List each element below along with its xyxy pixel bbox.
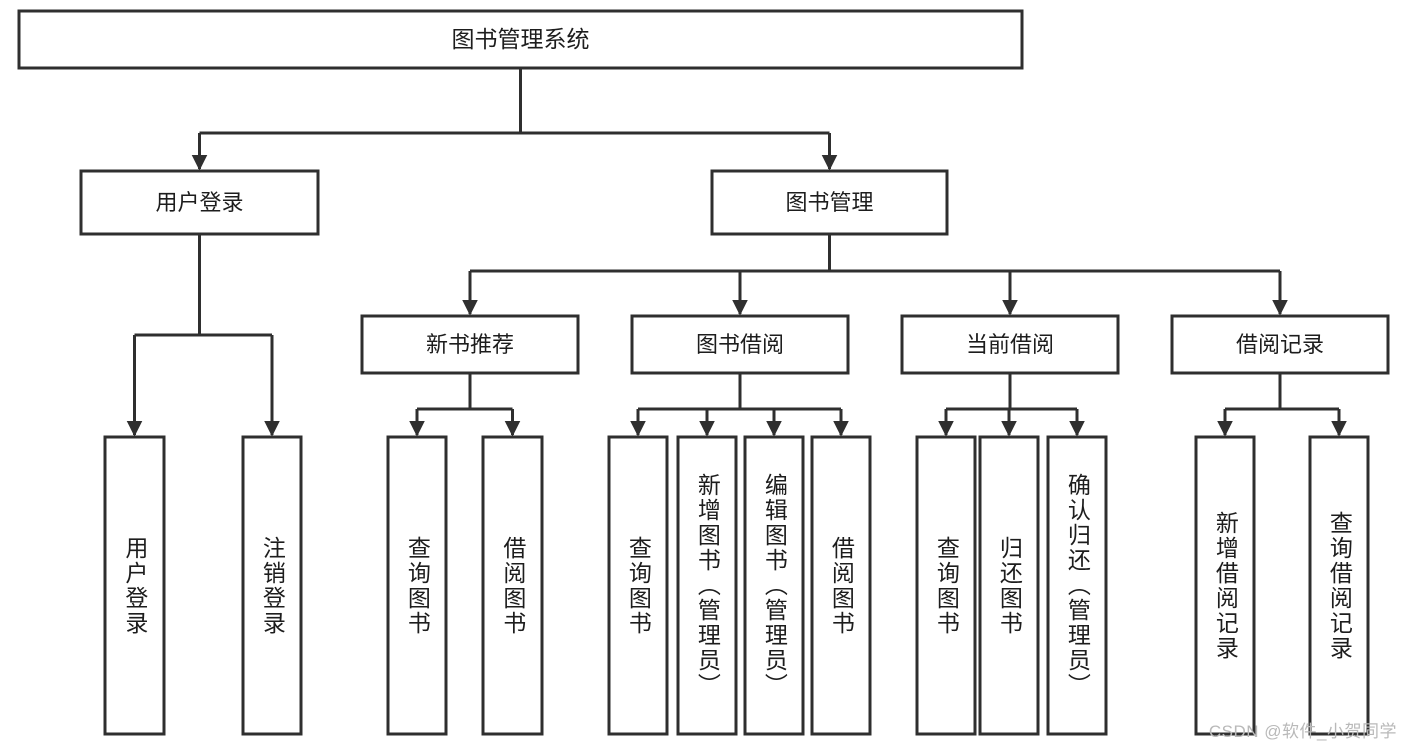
leaf-查询借阅记录-12-box[interactable]: [1308, 435, 1370, 736]
node-新书推荐-l2-0-box[interactable]: [360, 314, 580, 375]
leaf-用户登录-0-box[interactable]: [103, 435, 166, 736]
leaf-新增图书管理员-5-box[interactable]: [676, 435, 738, 736]
node-图书管理-l1-1-box[interactable]: [710, 169, 949, 236]
watermark-text: CSDN @软件_小贺同学: [1208, 722, 1397, 741]
leaf-新增借阅记录-11-box[interactable]: [1194, 435, 1256, 736]
leaf-编辑图书管理员-6-box[interactable]: [743, 435, 805, 736]
leaf-确认归还管理员-10-box[interactable]: [1046, 435, 1108, 736]
leaf-借阅图书-3-box[interactable]: [481, 435, 544, 736]
leaf-归还图书-9-box[interactable]: [978, 435, 1040, 736]
node-当前借阅-l2-2-box[interactable]: [900, 314, 1120, 375]
node-借阅记录-l2-3-box[interactable]: [1170, 314, 1390, 375]
node-boxes: [17, 9, 1390, 736]
connector-lines: [126, 68, 1347, 437]
leaf-查询图书-4-box[interactable]: [607, 435, 669, 736]
leaf-查询图书-2-box[interactable]: [386, 435, 448, 736]
node-图书借阅-l2-1-box[interactable]: [630, 314, 850, 375]
leaf-借阅图书-7-box[interactable]: [810, 435, 872, 736]
node-用户登录-l1-0-box[interactable]: [79, 169, 320, 236]
root-node-box[interactable]: [17, 9, 1024, 70]
leaf-注销登录-1-box[interactable]: [241, 435, 303, 736]
leaf-查询图书-8-box[interactable]: [915, 435, 977, 736]
